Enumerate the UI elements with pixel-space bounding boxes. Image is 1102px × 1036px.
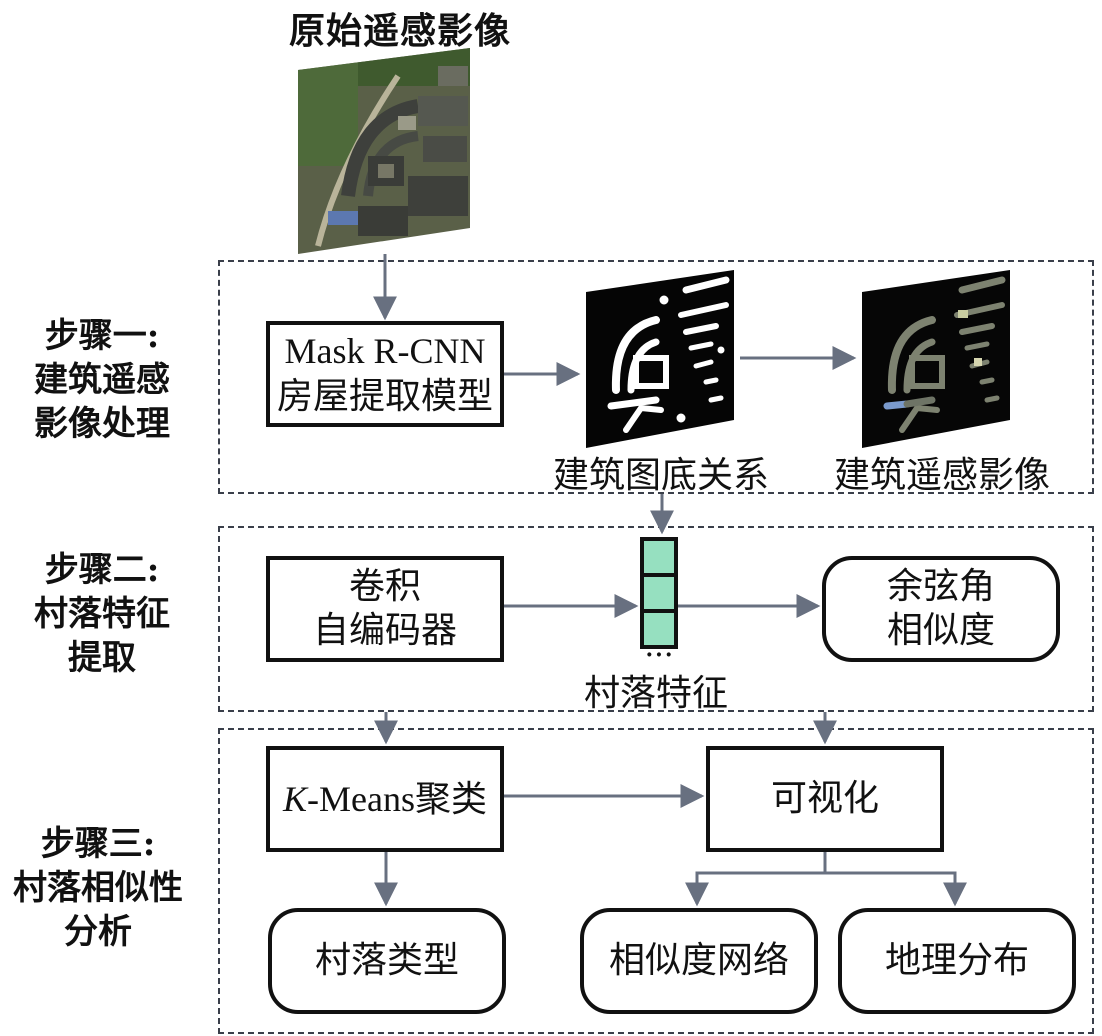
kmeans-box: K-Means聚类 (266, 746, 504, 852)
step1-container (218, 260, 1094, 494)
building-masked-satellite-image (862, 270, 1012, 448)
feature-vector-ellipsis: ··· (645, 642, 675, 668)
kmeans-k: K (283, 779, 308, 819)
original-image-title: 原始遥感影像 (288, 10, 511, 52)
step3-label-line1: 步骤三: (40, 824, 156, 864)
village-type-label: 村落类型 (314, 940, 459, 981)
village-type-box: 村落类型 (268, 908, 506, 1014)
similarity-network-label: 相似度网络 (608, 940, 789, 981)
building-mask-image (586, 270, 736, 448)
step2-label-line1: 步骤二: (44, 550, 160, 590)
geo-distribution-box: 地理分布 (838, 908, 1076, 1014)
visualization-box: 可视化 (706, 746, 944, 852)
cosine-similarity-line2: 相似度 (886, 610, 995, 651)
kmeans-rest: -Means聚类 (307, 779, 487, 819)
conv-autoencoder-line1: 卷积 (348, 566, 421, 607)
house-extraction-model-label: 房屋提取模型 (276, 376, 493, 417)
similarity-network-box: 相似度网络 (580, 908, 818, 1014)
conv-autoencoder-line2: 自编码器 (312, 610, 457, 651)
step2-label: 步骤二: 村落特征 提取 (12, 548, 192, 680)
cosine-similarity-line1: 余弦角 (886, 566, 995, 607)
visualization-label: 可视化 (770, 778, 879, 819)
step3-label: 步骤三: 村落相似性 分析 (0, 822, 196, 954)
cosine-similarity-box: 余弦角 相似度 (822, 556, 1060, 662)
step3-container (218, 728, 1094, 1034)
mask-rcnn-label: Mask R-CNN (284, 331, 486, 371)
step1-label-line1: 步骤一: (44, 316, 160, 356)
feature-vector-cell (644, 613, 674, 645)
step1-label-line3: 影像处理 (34, 404, 170, 444)
conv-autoencoder-box: 卷积 自编码器 (266, 556, 504, 662)
step1-label-line2: 建筑遥感 (34, 360, 170, 400)
building-mask-caption: 建筑图底关系 (552, 455, 769, 496)
step3-label-line2: 村落相似性 (13, 868, 183, 908)
mask-rcnn-box: Mask R-CNN 房屋提取模型 (266, 321, 504, 427)
geo-distribution-label: 地理分布 (884, 940, 1029, 981)
feature-vector-cell (644, 541, 674, 573)
step2-label-line3: 提取 (68, 638, 136, 678)
step2-label-line2: 村落特征 (34, 594, 170, 634)
original-satellite-image (298, 46, 472, 254)
building-masked-image-caption: 建筑遥感影像 (833, 455, 1050, 496)
kmeans-label: K-Means聚类 (283, 777, 487, 821)
step3-label-line3: 分析 (64, 912, 132, 952)
feature-vector (640, 537, 678, 649)
village-feature-caption: 村落特征 (583, 673, 728, 714)
step1-label: 步骤一: 建筑遥感 影像处理 (12, 314, 192, 446)
feature-vector-cell (644, 577, 674, 609)
